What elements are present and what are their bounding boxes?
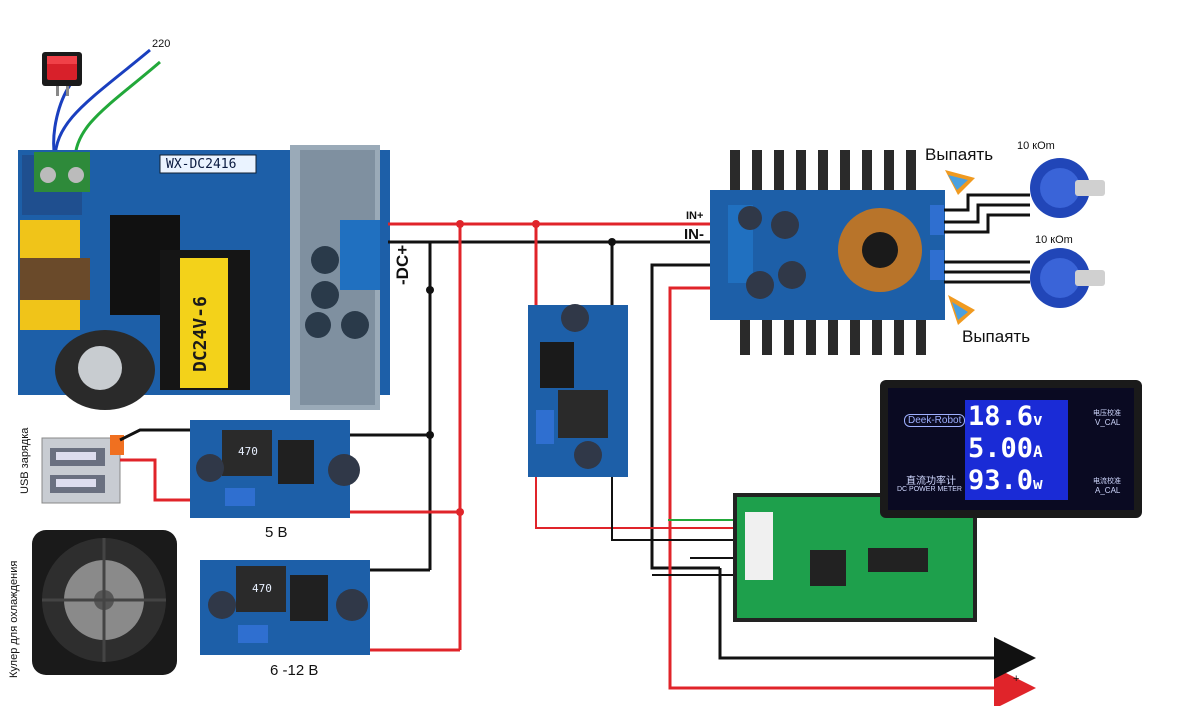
voltage-unit: v	[1033, 410, 1043, 429]
dc-bus-wires	[350, 220, 710, 652]
cooling-fan-icon	[32, 530, 177, 675]
meter-current-reading: 5.00A	[968, 434, 1043, 467]
in-plus-label: IN+	[686, 210, 704, 222]
power-supply-board	[18, 145, 390, 410]
psu-transformer-label: DC24V-6	[190, 296, 211, 372]
desolder-bottom-label: Выпаять	[962, 327, 1031, 346]
power-unit: w	[1033, 474, 1043, 493]
psu-model-label: WX-DC2416	[166, 157, 237, 172]
mains-voltage-label: 220	[152, 38, 171, 50]
output-minus-label: -	[1013, 643, 1017, 655]
cal-cn-top-label: 电压校准	[1093, 410, 1121, 417]
desolder-pointer-top-icon	[945, 170, 975, 195]
desolder-top-label: Выпаять	[925, 145, 994, 164]
current-unit: A	[1033, 442, 1043, 461]
in-minus-label: IN-	[684, 226, 704, 243]
meter-brand-label: Deek-Robot	[904, 414, 966, 427]
buck-module-center	[528, 304, 628, 477]
buck-module-5v	[190, 420, 360, 518]
meter-title-en-label: DC POWER METER	[897, 486, 962, 493]
out-5v-label: 5 В	[265, 524, 288, 541]
pot-top-label: 10 кОm	[1017, 140, 1055, 152]
fan-label: Кулер для охлаждения	[8, 560, 20, 678]
potentiometer-bottom-icon	[1030, 248, 1105, 308]
meter-power-reading: 93.0w	[968, 466, 1043, 499]
meter-title-cn-label: 直流功率计	[906, 476, 956, 487]
current-value: 5.00	[968, 433, 1034, 464]
output-plus-label: +	[1013, 673, 1020, 685]
buck-5v-inductor-label: 470	[238, 445, 258, 458]
out-6-12v-label: 6 -12 В	[270, 662, 319, 679]
buck-module-6-12v	[200, 560, 370, 655]
voltage-value: 18.6	[968, 401, 1034, 432]
a-cal-label: A_CAL	[1095, 486, 1121, 495]
power-value: 93.0	[968, 465, 1034, 496]
cvcc-converter-board	[710, 150, 945, 355]
rocker-switch-icon	[42, 52, 82, 96]
usb-label: USB зарядка	[19, 427, 31, 494]
pot-bottom-label: 10 кОm	[1035, 234, 1073, 246]
meter-voltage-reading: 18.6v	[968, 402, 1043, 435]
potentiometer-top-icon	[1030, 158, 1105, 218]
desolder-pointer-bottom-icon	[948, 295, 975, 325]
cal-cn-bottom-label: 电流校准	[1093, 478, 1121, 485]
v-cal-label: V_CAL	[1095, 418, 1121, 427]
potentiometer-wires	[944, 193, 1030, 284]
usb-port-icon	[41, 435, 124, 504]
buck-6-12v-inductor-label: 470	[252, 582, 272, 595]
psu-output-label: -DC+	[393, 244, 412, 285]
